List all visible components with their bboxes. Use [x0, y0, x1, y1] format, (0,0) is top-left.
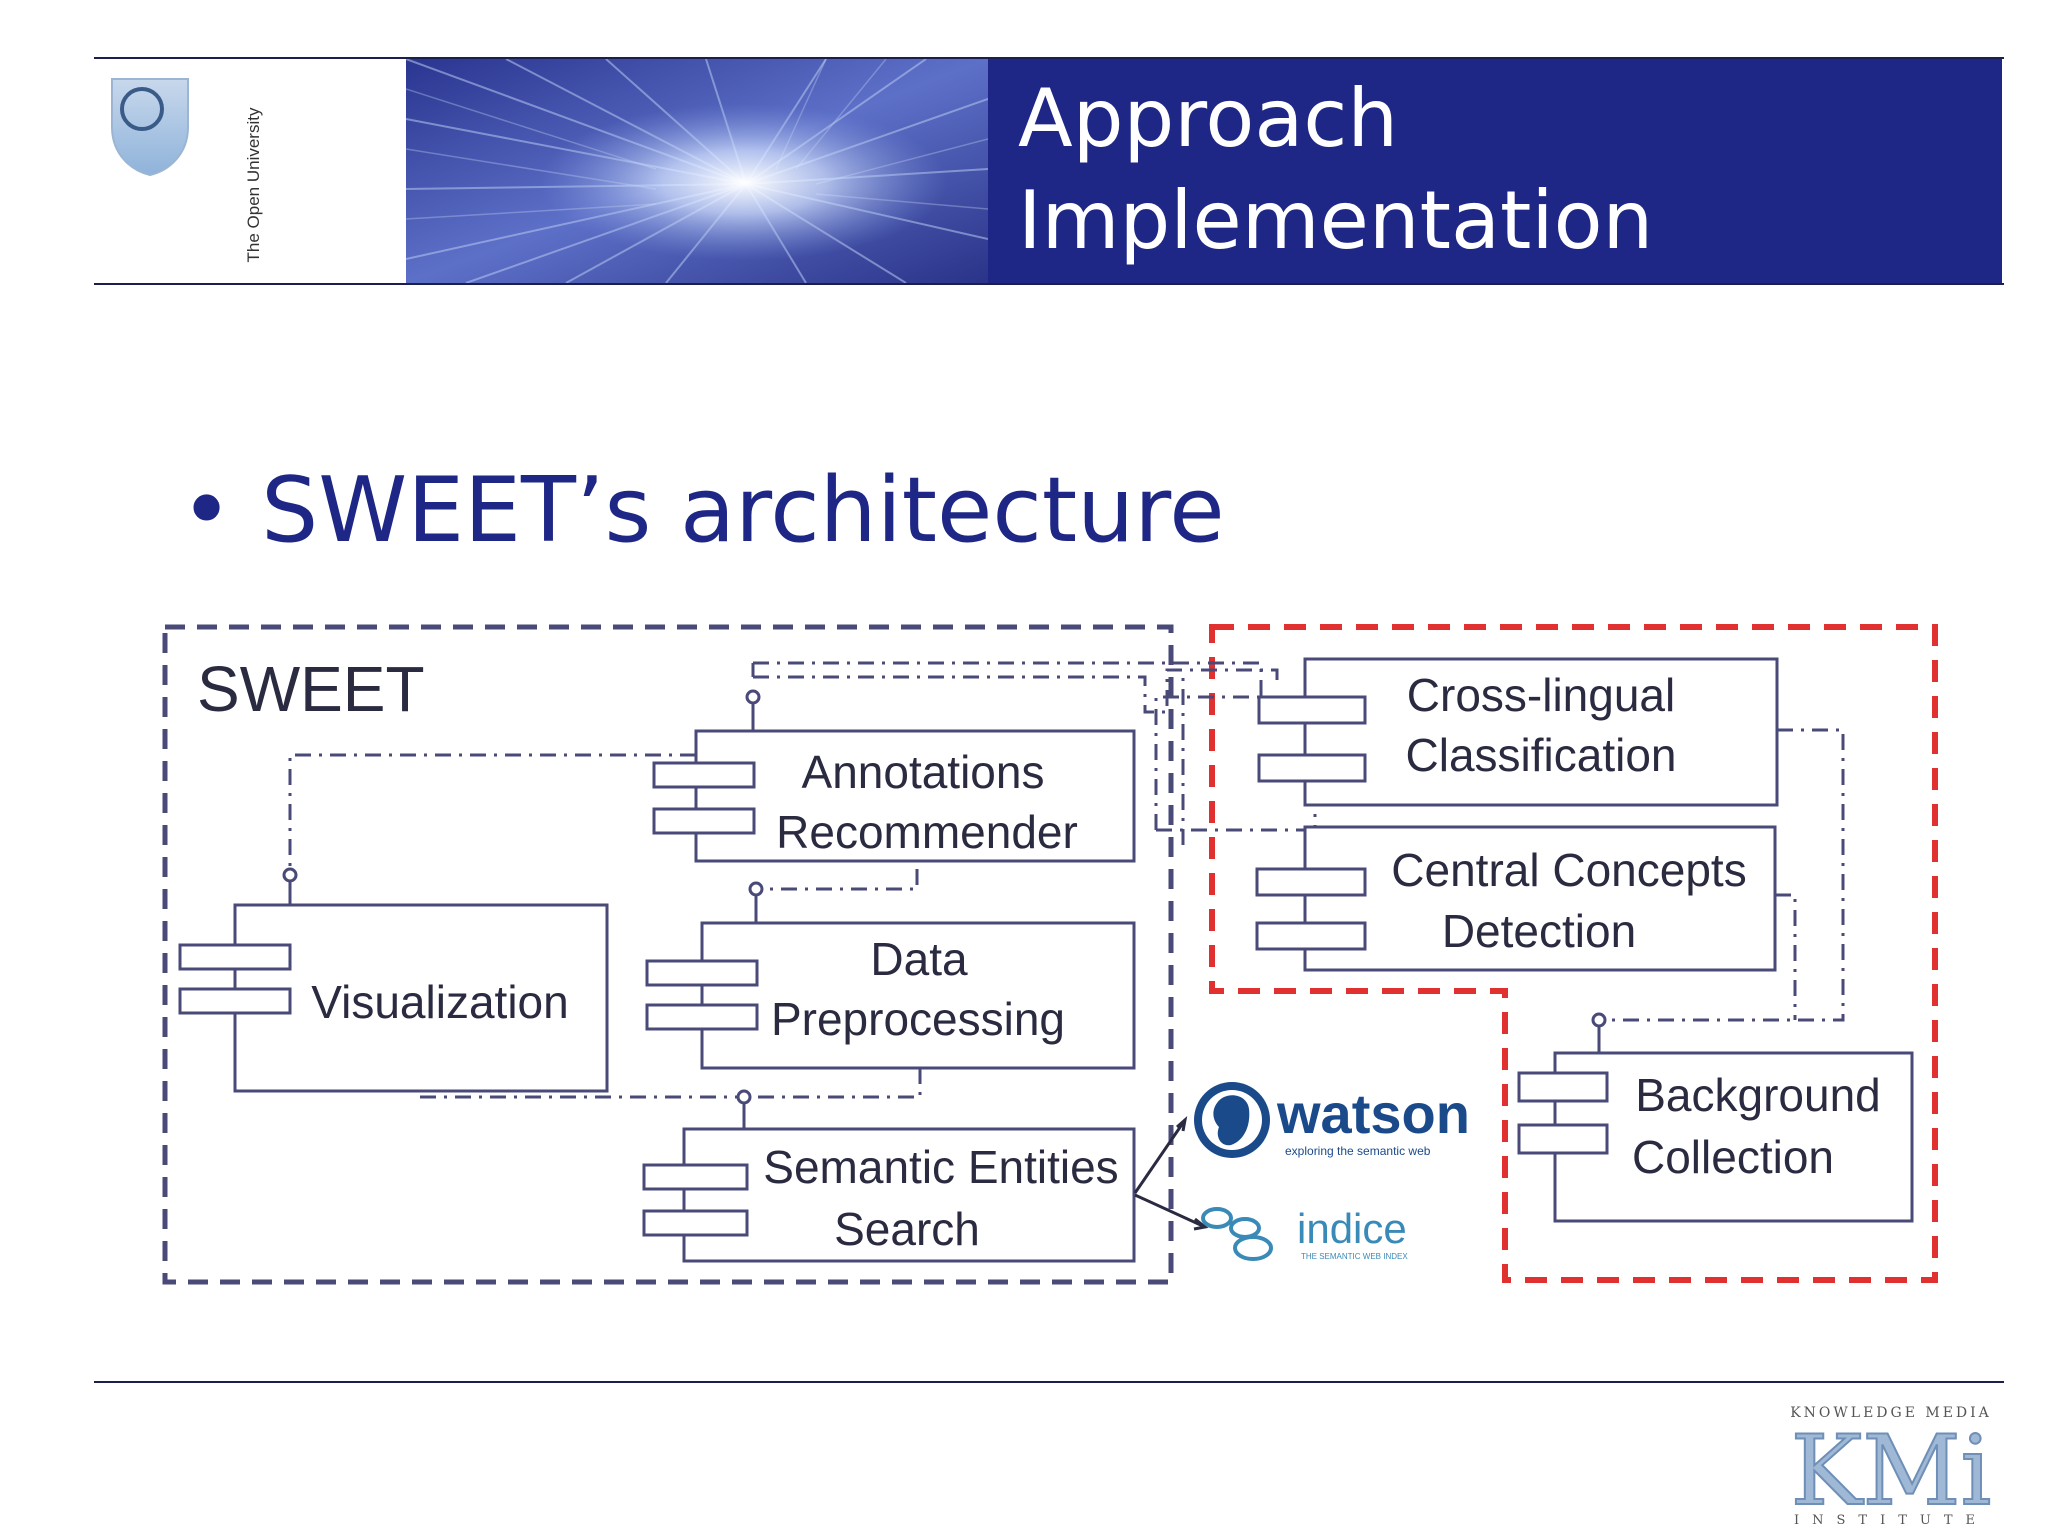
component-background-collection: Background Collection: [1517, 1051, 1914, 1223]
cross-lingual-line-1: Cross-lingual: [1407, 669, 1675, 721]
university-name: The Open University: [244, 107, 263, 263]
component-visualization: Visualization: [178, 903, 609, 1093]
indice-name: indice: [1297, 1205, 1407, 1252]
sweet-boundary: [162, 624, 1174, 1285]
component-cross-lingual-classification: Cross-lingual Classification: [1257, 657, 1779, 807]
central-concepts-line-2: Detection: [1442, 905, 1636, 957]
kmi-bottom-text: INSTITUTE: [1794, 1513, 1988, 1526]
background-collection-line-1: Background: [1635, 1069, 1881, 1121]
watson-tagline: exploring the semantic web: [1285, 1144, 1431, 1158]
title-line-2: Implementation: [1018, 174, 1654, 267]
bullet-text: SWEET’s architecture: [261, 458, 1225, 563]
indice-logo: indice THE SEMANTIC WEB INDEX: [1201, 1205, 1408, 1261]
central-concepts-line-1: Central Concepts: [1391, 844, 1746, 896]
indice-tagline: THE SEMANTIC WEB INDEX: [1301, 1252, 1408, 1261]
service-arrows: [1133, 1116, 1209, 1231]
banner-image: [406, 59, 988, 283]
slide-header: The Open University: [94, 57, 2004, 285]
watson-logo: watson exploring the semantic web: [1194, 1082, 1470, 1158]
component-central-concepts-detection: Central Concepts Detection: [1255, 825, 1777, 972]
data-preprocessing-line-1: Data: [870, 933, 968, 985]
watson-name: watson: [1276, 1082, 1470, 1145]
bullet-marker: •: [180, 458, 234, 563]
annotations-recommender-line-1: Annotations: [802, 746, 1045, 798]
title-line-1: Approach: [1018, 72, 1399, 165]
sweet-label: SWEET: [197, 653, 425, 725]
kmi-logo: KNOWLEDGE MEDIA KMi INSTITUTE: [1790, 1405, 1993, 1526]
interface-stems: [288, 703, 1601, 1129]
kmi-wordmark: KMi: [1791, 1415, 1992, 1526]
architecture-diagram: SWEET Annotations Recommende: [162, 624, 1938, 1285]
annotations-recommender-line-2: Recommender: [776, 806, 1078, 858]
background-collection-line-2: Collection: [1632, 1131, 1834, 1183]
cross-lingual-line-2: Classification: [1406, 729, 1677, 781]
component-semantic-entities-search: Semantic Entities Search: [642, 1127, 1136, 1263]
bullet-point: •SWEET’s architecture: [180, 466, 1225, 556]
visualization-label: Visualization: [311, 976, 568, 1028]
semantic-entities-search-line-2: Search: [834, 1203, 980, 1255]
semantic-entities-search-line-1: Semantic Entities: [763, 1141, 1118, 1193]
shield-icon: [111, 78, 189, 177]
data-preprocessing-line-2: Preprocessing: [771, 993, 1065, 1045]
slide-title: Approach Implementation: [988, 59, 2002, 283]
footer-divider: [94, 1381, 2004, 1383]
component-annotations-recommender: Annotations Recommender: [652, 729, 1136, 863]
open-university-logo: The Open University: [94, 59, 406, 283]
external-boundary: [1209, 624, 1938, 1283]
component-data-preprocessing: Data Preprocessing: [645, 921, 1136, 1070]
kmi-top-text: KNOWLEDGE MEDIA: [1790, 1405, 1992, 1421]
